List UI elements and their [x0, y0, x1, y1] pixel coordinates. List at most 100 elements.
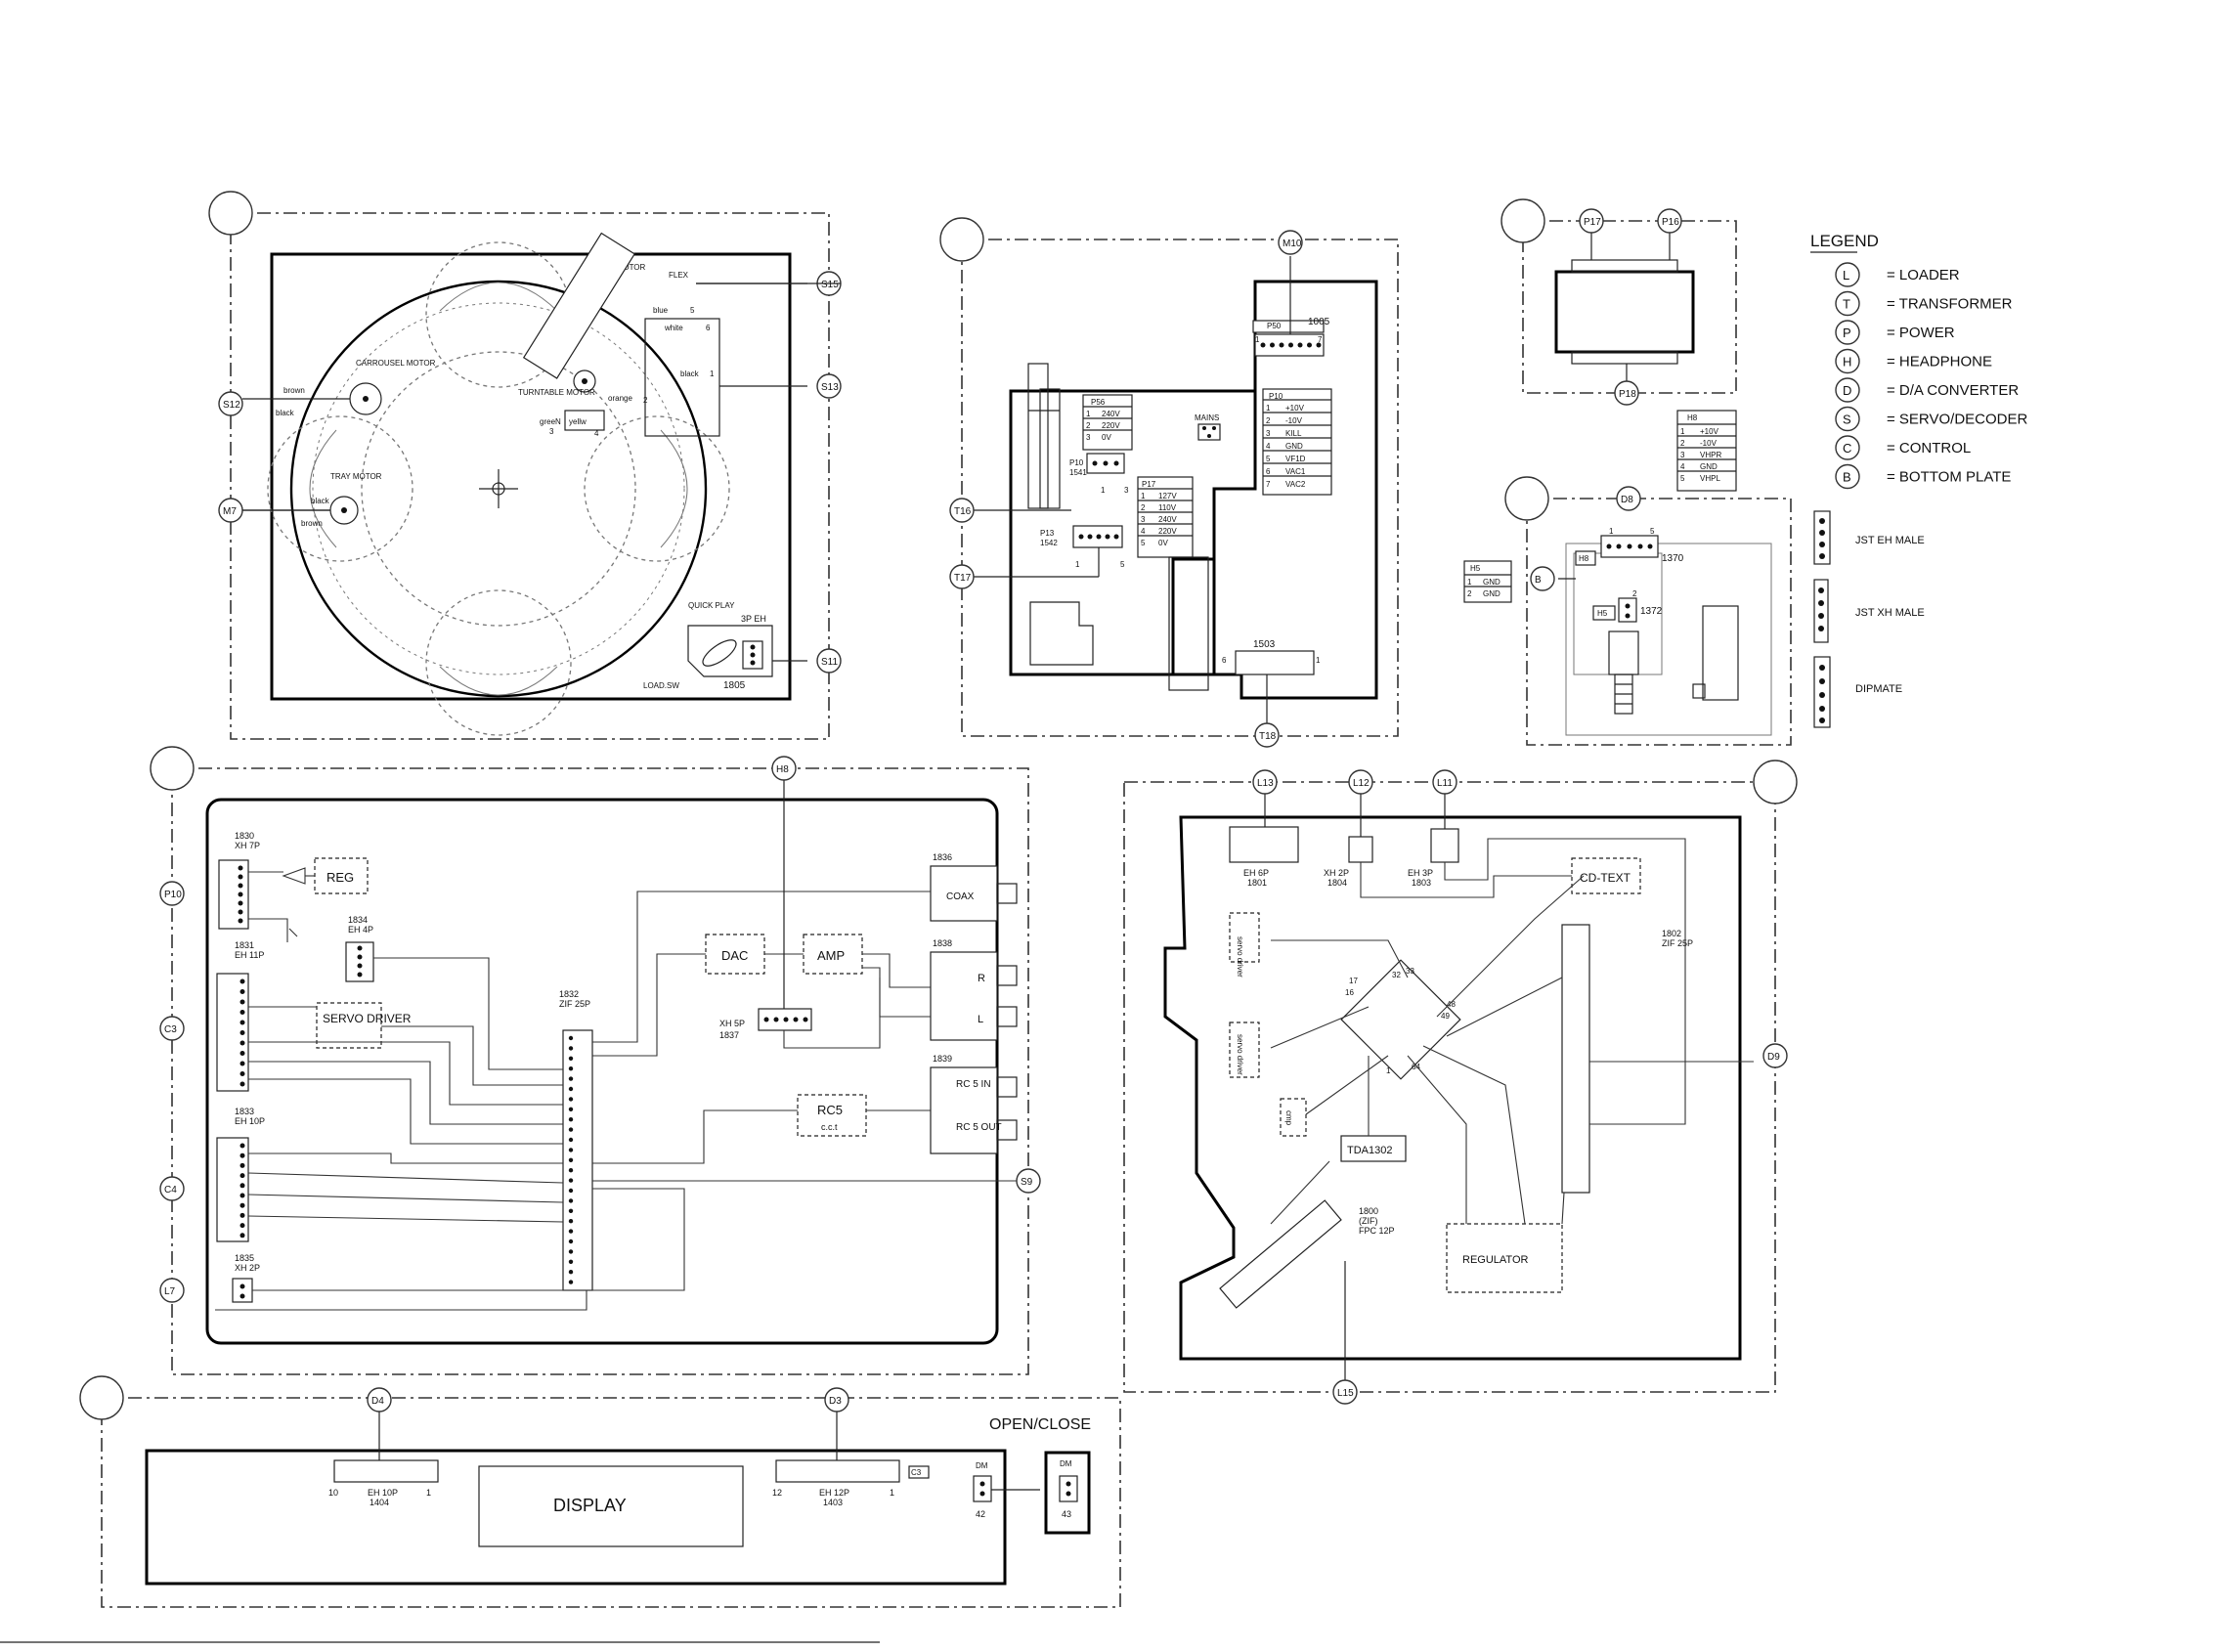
quick-play-label: QUICK PLAY	[688, 601, 735, 610]
load-sw-label: LOAD.SW	[643, 681, 679, 690]
wire-white-label: white	[664, 324, 683, 332]
da-1839: 1839	[933, 1054, 952, 1064]
rl-jack	[930, 951, 998, 1041]
table-cell-value: VF1D	[1285, 455, 1306, 463]
hp-1370-pin5: 5	[1650, 527, 1655, 536]
ref-bubble	[1530, 566, 1555, 591]
table-cell-value: 0V	[1158, 539, 1168, 547]
table-cell-value: VAC2	[1285, 480, 1306, 489]
table-cell-value: -10V	[1285, 416, 1303, 425]
da-1831: 1831	[235, 940, 254, 950]
ref-bubble	[1579, 208, 1604, 234]
connector-1503	[1235, 650, 1315, 675]
legend-circle	[1835, 406, 1860, 432]
servo-section: EH 6P 1801 XH 2P 1804 EH 3P 1803 CD-TEXT…	[1123, 760, 1798, 1393]
legend-letter: P	[1843, 326, 1851, 340]
legend-item-text: = HEADPHONE	[1887, 354, 1992, 370]
ic-pin48: 48	[1447, 1000, 1456, 1009]
ref-label: S13	[821, 382, 839, 393]
flex-pin-6: 6	[706, 324, 711, 332]
tt-pin-4: 4	[594, 429, 599, 438]
control-dm1: DM	[976, 1461, 988, 1470]
hp-h8: H8	[1579, 554, 1589, 563]
table-cell-value: 0V	[1102, 433, 1111, 442]
ref-bubble	[1252, 769, 1278, 795]
da-1834: 1834	[348, 915, 368, 925]
table-cell-value: 110V	[1158, 503, 1177, 512]
ic-pin33: 33	[1406, 967, 1414, 976]
table-p10	[1262, 388, 1332, 496]
table-cell-index: 5	[1141, 539, 1146, 547]
legend-item-text: = POWER	[1887, 325, 1955, 341]
ref-bubble	[1614, 380, 1639, 406]
servo-regulator: REGULATOR	[1462, 1254, 1528, 1266]
servo-driver-2	[1229, 1022, 1260, 1078]
connector-1800	[1219, 1199, 1342, 1309]
table-cell-value: VHPR	[1700, 451, 1721, 459]
table-cell-value: GND	[1285, 442, 1303, 451]
power-1503: 1503	[1253, 639, 1276, 650]
ref-label: M10	[1283, 239, 1302, 249]
table-cell-index: 2	[1266, 416, 1271, 425]
connector-1372	[1618, 597, 1637, 623]
table-cell-index: 3	[1266, 429, 1271, 438]
wire-green-label: greeN	[540, 417, 561, 426]
servo-1802: 1802	[1662, 929, 1681, 938]
legend-circle	[1835, 262, 1860, 287]
power-p17: P17	[1142, 480, 1156, 489]
table-cell-value: 220V	[1102, 421, 1120, 430]
control-eh12p: EH 12P	[819, 1488, 849, 1498]
table-cell-index: 5	[1680, 474, 1685, 483]
legend-item-text: = LOADER	[1887, 267, 1960, 283]
legend-item-text: = BOTTOM PLATE	[1887, 469, 2011, 486]
legend-circle	[1835, 290, 1860, 317]
servo-tda: TDA1302	[1347, 1145, 1392, 1156]
ref-label: H8	[776, 764, 789, 775]
table-cell-value: VAC1	[1285, 467, 1306, 476]
da-1833: 1833	[235, 1107, 254, 1116]
ref-bubble	[949, 498, 975, 523]
table-cell-value: 240V	[1102, 410, 1120, 418]
ref-label: D4	[371, 1396, 384, 1407]
power-1541-pin3: 3	[1124, 486, 1129, 495]
control-1403-pin12: 12	[772, 1488, 782, 1498]
power-1542-pin5: 5	[1120, 560, 1125, 569]
servo-1801: 1801	[1247, 878, 1267, 888]
ref-label: C4	[164, 1185, 177, 1196]
control-42: 42	[976, 1509, 985, 1519]
wire-black-label-2: black	[311, 497, 330, 505]
connector-1802	[1561, 924, 1590, 1194]
legend-item-text: = TRANSFORMER	[1887, 296, 2013, 313]
legend-circle	[1835, 435, 1860, 460]
legend-letter: T	[1843, 297, 1850, 312]
ref-label: P18	[1619, 389, 1636, 400]
legend-letter: C	[1843, 441, 1851, 456]
wire-blue-label: blue	[653, 306, 669, 315]
table-cell-index: 1	[1086, 410, 1091, 418]
da-eh4p: EH 4P	[348, 925, 373, 935]
legend-circle	[1835, 320, 1860, 345]
da-xh5p: XH 5P	[719, 1019, 745, 1028]
da-1838: 1838	[933, 938, 952, 948]
table-cell-value: +10V	[1285, 404, 1305, 413]
da-1836: 1836	[933, 852, 952, 862]
ref-label: C3	[164, 1024, 177, 1035]
control-1403-pin1: 1	[890, 1488, 894, 1498]
table-cell-value: VHPL	[1700, 474, 1720, 483]
servo-driver1-label: servo driver	[1236, 936, 1244, 978]
da-rc5-out: RC 5 OUT	[956, 1122, 1002, 1133]
flex-pin-1: 1	[710, 370, 715, 378]
ref-label: S11	[821, 657, 838, 668]
da-dac: DAC	[721, 948, 748, 963]
connector-1804	[1348, 836, 1373, 863]
power-1541-pin1: 1	[1101, 486, 1106, 495]
regulator-block	[1446, 1223, 1563, 1293]
control-1403: 1403	[823, 1498, 843, 1507]
control-board	[145, 1449, 1007, 1586]
da-1837: 1837	[719, 1030, 739, 1040]
servo-eh6p: EH 6P	[1243, 868, 1269, 878]
ref-label: L13	[1257, 778, 1274, 789]
legend-item-text: = D/A CONVERTER	[1887, 382, 2019, 399]
ref-label: S9	[1021, 1177, 1033, 1188]
